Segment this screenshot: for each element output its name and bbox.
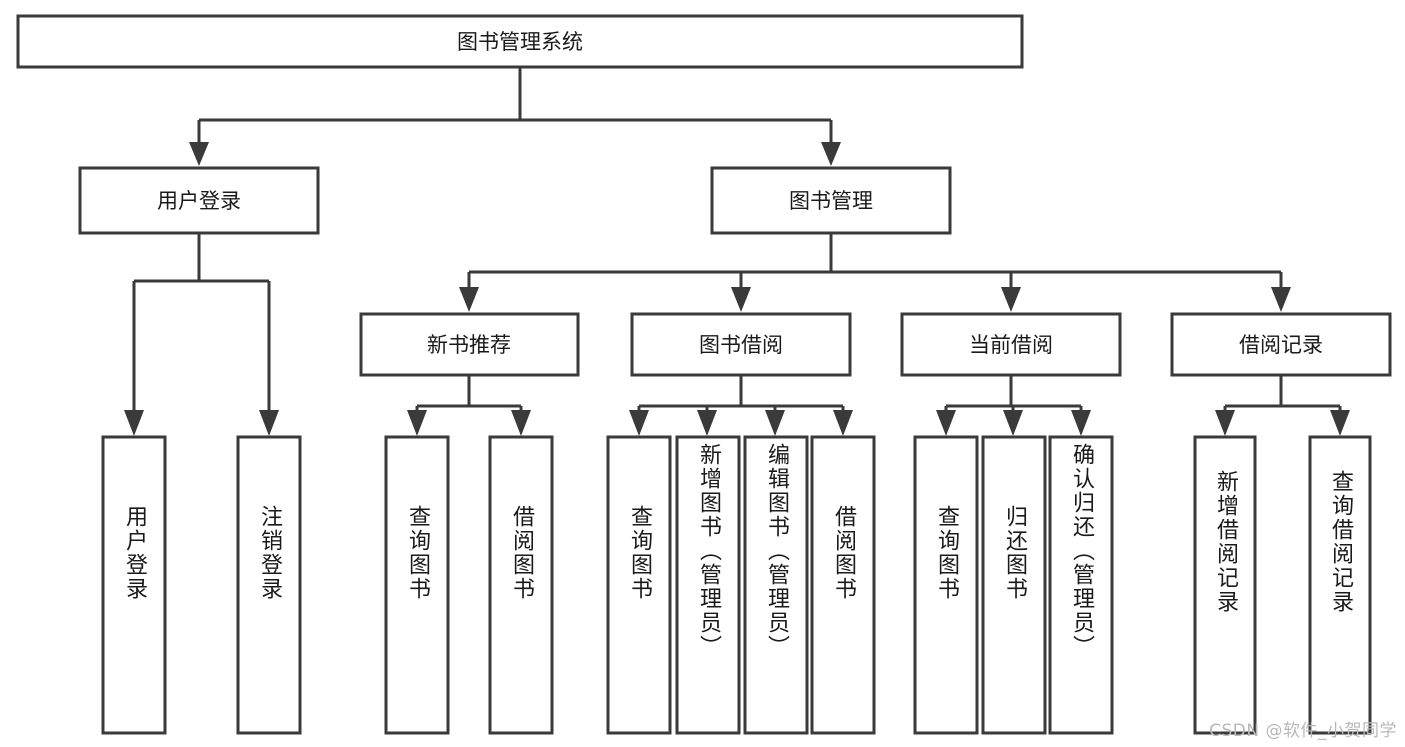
node-book-borrow-label: 图书借阅 (699, 333, 783, 357)
connector-group-book-mgmt (459, 233, 1291, 312)
node-leaf-borrow-book[interactable] (810, 435, 876, 735)
arrow-head-borrow-leaf4 (833, 410, 853, 436)
arrow-head-current-borrow (1001, 287, 1021, 312)
node-leaf-return-book[interactable] (981, 435, 1047, 735)
arrow-head-borrow-leaf2 (697, 410, 717, 436)
node-leaf-logout[interactable] (236, 435, 302, 735)
node-borrow-record[interactable]: 借阅记录 (1170, 312, 1392, 377)
connector-group-root (189, 67, 841, 166)
node-root-label: 图书管理系统 (457, 30, 583, 54)
node-leaf-add-book-admin[interactable] (675, 435, 741, 735)
node-leaf-confirm-return-admin[interactable] (1048, 435, 1114, 735)
arrow-head-newrec-leaf1 (407, 410, 427, 436)
arrow-head-current-leaf1 (936, 410, 956, 436)
node-leaf-user-login[interactable] (101, 435, 167, 735)
node-leaf-query-book-rec[interactable] (384, 435, 450, 735)
arrow-head-login-leaf1 (124, 410, 144, 436)
arrow-head-borrow-leaf1 (629, 410, 649, 436)
node-current-borrow-box[interactable] (900, 312, 1122, 377)
connector-group-book-borrow (629, 375, 853, 436)
node-current-borrow-label: 当前借阅 (969, 333, 1053, 357)
node-borrow-record-label: 借阅记录 (1239, 333, 1323, 357)
arrow-head-borrow-record (1271, 287, 1291, 312)
node-book-borrow-box[interactable] (630, 312, 852, 377)
node-leaf-query-borrow-record[interactable] (1308, 435, 1372, 735)
connector-group-current-borrow (936, 375, 1091, 436)
node-user-login-label: 用户登录 (157, 189, 241, 213)
node-borrow-record-box[interactable] (1170, 312, 1392, 377)
node-leaf-query-book-borrow[interactable] (606, 435, 672, 735)
node-root-box[interactable] (16, 14, 1024, 69)
node-leaf-edit-book-admin[interactable] (743, 435, 809, 735)
node-book-management-box[interactable] (710, 166, 952, 235)
node-leaf-borrow-book-rec[interactable] (488, 435, 554, 735)
arrow-head-login-leaf2 (259, 410, 279, 436)
arrow-head-current-leaf2 (1003, 410, 1023, 436)
arrow-head-login (189, 142, 209, 166)
node-book-management[interactable]: 图书管理 (710, 166, 952, 235)
node-book-management-label: 图书管理 (789, 189, 873, 213)
connector-group-new-recommend (407, 375, 531, 436)
arrow-head-record-leaf2 (1330, 410, 1350, 436)
node-user-login-box[interactable] (78, 166, 320, 235)
connector-group-borrow-record (1215, 375, 1350, 436)
arrow-head-newrec-leaf2 (511, 410, 531, 436)
node-user-login[interactable]: 用户登录 (78, 166, 320, 235)
arrow-head-book-borrow (731, 287, 751, 312)
node-new-book-recommend-box[interactable] (359, 312, 580, 377)
node-new-book-recommend-label: 新书推荐 (427, 333, 511, 357)
connector-group-user-login (124, 233, 279, 436)
arrow-head-borrow-leaf3 (765, 410, 785, 436)
csdn-watermark: CSDN @软件_小贺同学 (1209, 721, 1397, 741)
node-leaf-query-book-current[interactable] (913, 435, 979, 735)
node-leaf-add-borrow-record[interactable] (1193, 435, 1257, 735)
node-root[interactable]: 图书管理系统 (16, 14, 1024, 69)
arrow-head-current-leaf3 (1071, 410, 1091, 436)
node-current-borrow[interactable]: 当前借阅 (900, 312, 1122, 377)
node-new-book-recommend[interactable]: 新书推荐 (359, 312, 580, 377)
arrow-head-bookmgmt (821, 142, 841, 166)
arrow-head-new-recommend (459, 287, 479, 312)
arrow-head-record-leaf1 (1215, 410, 1235, 436)
node-book-borrow[interactable]: 图书借阅 (630, 312, 852, 377)
